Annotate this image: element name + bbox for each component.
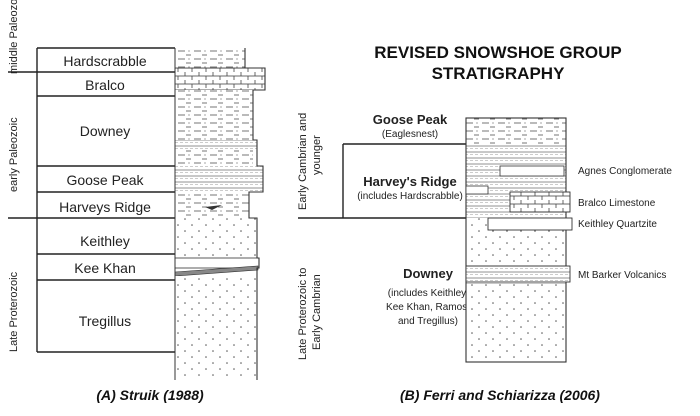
panel-b-title-line-1: REVISED SNOWSHOE GROUP	[374, 43, 621, 62]
panel-b-column	[465, 117, 573, 363]
unit-downey-note-2: Kee Khan, Ramos,	[386, 302, 470, 313]
unit-hardscrabble: Hardscrabble	[63, 53, 146, 69]
side-unit-keithley-quartzite: Keithley Quartzite	[578, 219, 657, 230]
caption-panel-b: (B) Ferri and Schiarizza (2006)	[400, 387, 600, 403]
side-unit-bralco-limestone: Bralco Limestone	[578, 198, 656, 209]
unit-downey-b: Downey	[403, 266, 454, 281]
era-label-early-paleozoic: early Paleozoic	[8, 117, 20, 192]
panel-a-boundaries	[8, 47, 175, 353]
panel-b-boundaries	[298, 143, 466, 219]
caption-panel-a: (A) Struik (1988)	[96, 387, 204, 403]
unit-keithley: Keithley	[80, 233, 130, 249]
era-label-early-cambrian-1: Early Cambrian and	[297, 113, 309, 210]
unit-downey-note-3: and Tregillus)	[398, 316, 458, 327]
unit-harveys-ridge: Harveys Ridge	[59, 199, 151, 215]
side-unit-mt-barker-volcanics: Mt Barker Volcanics	[578, 270, 666, 281]
unit-downey: Downey	[80, 123, 131, 139]
panel-b-title-line-2: STRATIGRAPHY	[432, 64, 566, 83]
unit-goose-peak: Goose Peak	[66, 172, 144, 188]
unit-bralco: Bralco	[85, 77, 125, 93]
unit-kee-khan: Kee Khan	[74, 260, 136, 276]
unit-harveys-ridge-note: (includes Hardscrabble)	[357, 191, 463, 202]
era-label-late-proterozoic-1: Late Proterozoic to	[297, 268, 309, 360]
unit-harveys-ridge-b: Harvey's Ridge	[363, 174, 456, 189]
side-unit-agnes-conglomerate: Agnes Conglomerate	[578, 166, 672, 177]
era-label-middle-paleozoic: middle Paleozoic	[8, 0, 20, 74]
unit-goose-peak-b: Goose Peak	[373, 112, 448, 127]
unit-tregillus: Tregillus	[79, 313, 131, 329]
era-label-late-proterozoic: Late Proterozoic	[8, 271, 20, 352]
panel-a-column	[174, 48, 266, 380]
unit-goose-peak-note: (Eaglesnest)	[382, 129, 438, 140]
era-label-early-cambrian-2: younger	[311, 135, 323, 175]
era-label-late-proterozoic-2: Early Cambrian	[311, 274, 323, 350]
unit-downey-note-1: (includes Keithley,	[388, 288, 468, 299]
